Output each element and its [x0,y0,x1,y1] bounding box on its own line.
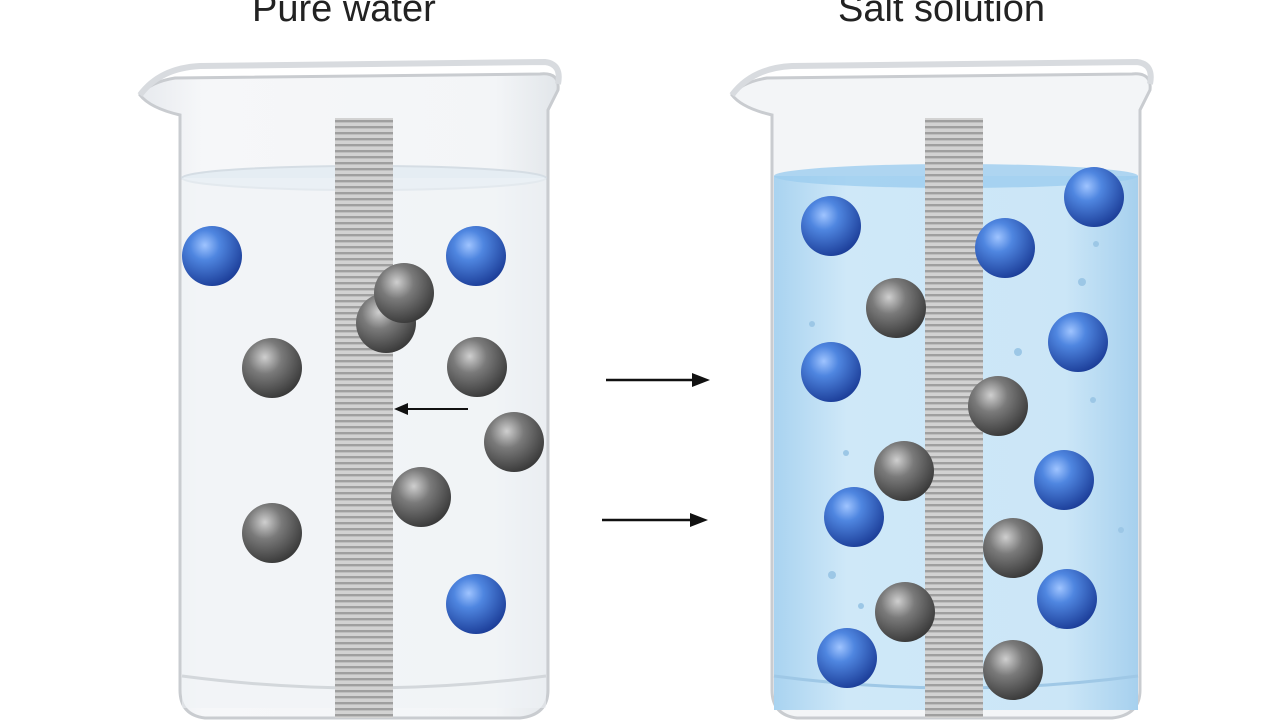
water-molecule-icon [824,487,884,547]
solute-molecule-icon [391,467,451,527]
water-molecule-icon [1037,569,1097,629]
solute-molecule-icon [242,338,302,398]
water-molecule-icon [1034,450,1094,510]
left-molecules [182,226,544,634]
water-molecule-icon [182,226,242,286]
flow-arrow-lower [602,513,708,527]
pure-water-title: Pure water [252,0,436,30]
solute-molecule-icon [242,503,302,563]
solute-molecule-icon [983,518,1043,578]
solute-molecule-icon [983,640,1043,700]
right-beaker-rim [729,58,1154,97]
water-molecule-icon [446,226,506,286]
water-molecule-icon [1064,167,1124,227]
solute-molecule-icon [447,337,507,397]
right-molecules [801,167,1124,700]
solute-molecule-icon [875,582,935,642]
solute-molecule-icon [484,412,544,472]
left-membrane-arrow [394,403,468,415]
solute-molecule-icon [874,441,934,501]
left-beaker-rim [137,58,562,97]
water-molecule-icon [975,218,1035,278]
salt-solution-title: Salt solution [838,0,1046,30]
solute-molecule-icon [866,278,926,338]
water-molecule-icon [446,574,506,634]
solute-molecule-icon [374,263,434,323]
solute-molecule-icon [968,376,1028,436]
water-molecule-icon [817,628,877,688]
left-membrane [335,118,393,718]
water-molecule-icon [801,196,861,256]
water-molecule-icon [801,342,861,402]
water-molecule-icon [1048,312,1108,372]
flow-arrow-upper [606,373,710,387]
